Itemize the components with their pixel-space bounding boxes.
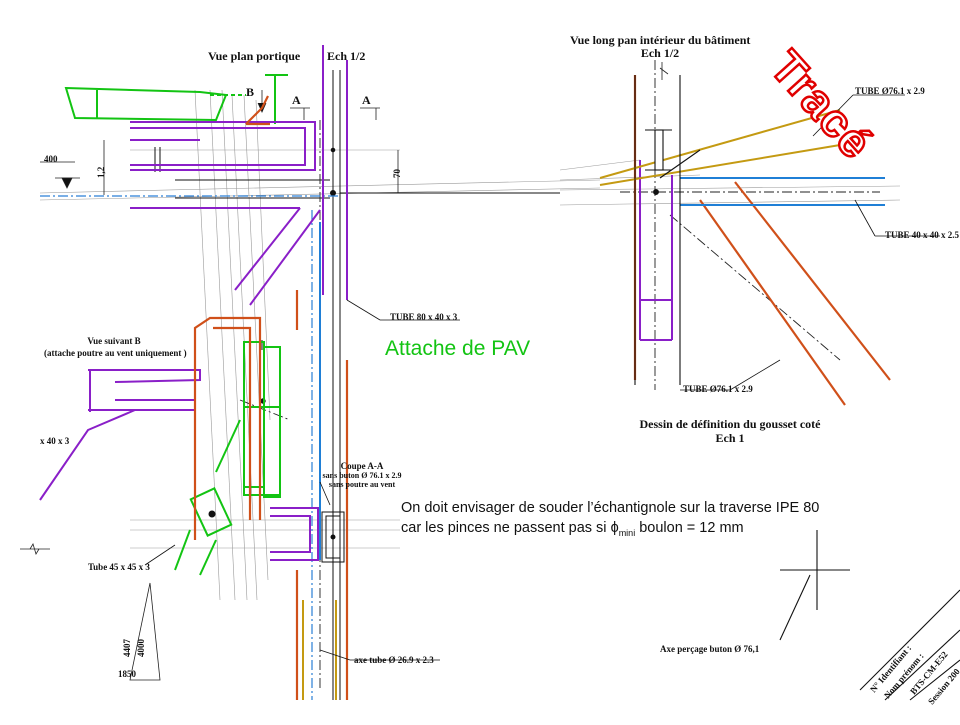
axis-lines (239, 60, 880, 690)
label-axe-percage: Axe perçage buton Ø 76,1 (660, 644, 760, 654)
right-view-lines (634, 75, 960, 701)
green-elements (64, 74, 288, 576)
label-dessin-1: Dessin de définition du gousset coté (639, 417, 821, 431)
label-vue-b-1: Vue suivant B (87, 336, 141, 346)
label-section-a1: A (292, 93, 301, 107)
label-dim-70: 70 (392, 169, 402, 178)
label-b: B (246, 85, 255, 99)
label-axe-tube: axe tube Ø 26.9 x 2.3 (354, 655, 434, 665)
label-vue-long-1: Vue long pan intérieur du bâtiment (570, 33, 751, 47)
label-dim-4407: 4407 (122, 639, 132, 657)
label-dim-1850: 1850 (118, 669, 136, 679)
label-vue-long-2: Ech 1/2 (640, 46, 680, 60)
label-tube-top-right: TUBE Ø76.1 x 2.9 (855, 86, 925, 96)
gold-elements (302, 109, 841, 700)
label-ech-left: Ech 1/2 (327, 49, 366, 63)
label-coupe-3: sans poutre au vent (328, 480, 396, 489)
leader-lines (144, 94, 940, 661)
phi-subscript: mini (618, 527, 636, 538)
label-coupe-1: Coupe A-A (340, 461, 384, 471)
label-dim-1-2: 1,2 (96, 166, 106, 178)
phi-symbol: ϕ (610, 519, 619, 536)
label-vue-b-2: (attache poutre au vent uniquement ) (44, 348, 187, 358)
label-dim-4000: 4000 (136, 639, 146, 657)
note-line-1: On doit envisager de souder l’échantigno… (401, 500, 820, 516)
label-tube-80: TUBE 80 x 40 x 3 (390, 312, 458, 322)
label-coupe-2: sans buton Ø 76.1 x 2.9 (322, 471, 402, 480)
attache-title: Attache de PAV (385, 337, 531, 360)
label-tube-45: Tube 45 x 45 x 3 (88, 562, 150, 572)
label-tube-40x3: x 40 x 3 (40, 436, 70, 446)
purple-elements (39, 45, 673, 561)
label-dessin-2: Ech 1 (715, 431, 745, 445)
orange-elements (193, 75, 891, 700)
note-line-2a: car les pinces ne passent pas si (401, 519, 611, 536)
blue-axis (40, 195, 340, 700)
note-line-2b: boulon = 12 mm (635, 519, 744, 536)
label-dim-400: 400 (44, 154, 58, 164)
construction-lines (39, 89, 901, 601)
blue-elements (319, 177, 885, 560)
label-section-a2: A (362, 93, 371, 107)
label-tube-40: TUBE 40 x 40 x 2.5 (885, 230, 960, 240)
label-tube-76-bottom: TUBE Ø76.1 x 2.9 (683, 384, 753, 394)
annotation-note: On doit envisager de souder l’échantigno… (401, 499, 819, 539)
dimension-lines (20, 62, 669, 681)
note-line-2: car les pinces ne passent pas si ϕmini b… (401, 519, 819, 539)
label-vue-plan: Vue plan portique (208, 49, 301, 63)
